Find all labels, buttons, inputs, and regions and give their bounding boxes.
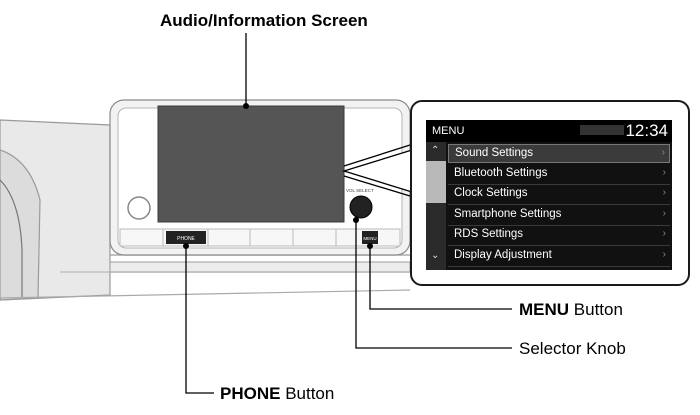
knob-labels: VOL SELECT	[346, 188, 374, 193]
chevron-right-icon: ›	[662, 248, 666, 260]
menu-callout-bold: MENU	[519, 300, 570, 319]
phone-button[interactable]	[166, 231, 206, 244]
menu-screen-zoom: MENU 12:34 ⌃ ⌄ Sound Settings›Bluetooth …	[410, 100, 690, 286]
menu-button[interactable]	[362, 231, 378, 244]
menu-item[interactable]: Sound Settings ›	[448, 144, 670, 163]
audio-screen	[157, 105, 345, 223]
menu-item[interactable]: RDS Settings ›	[448, 226, 670, 246]
menu-title: MENU	[432, 125, 465, 137]
menu-item-label: Display Adjustment	[454, 248, 552, 261]
phone-callout-rest: Button	[280, 384, 335, 403]
menu-item-label: Bluetooth Settings	[454, 166, 548, 179]
menu-item[interactable]: Smartphone Settings ›	[448, 206, 670, 226]
menu-header: MENU 12:34	[426, 120, 672, 142]
menu-item-label: RDS Settings	[454, 228, 524, 240]
menu-button-label: MENU	[363, 236, 376, 241]
selector-knob[interactable]	[349, 195, 373, 219]
scroll-up-icon[interactable]: ⌃	[431, 145, 440, 156]
scroll-down-icon[interactable]: ⌄	[431, 250, 440, 261]
chevron-right-icon: ›	[662, 187, 666, 198]
callout-dots	[183, 103, 373, 249]
menu-item-label: Sound Settings	[455, 147, 534, 159]
menu-callout-rest: Button	[569, 300, 623, 319]
volume-knob-left	[127, 196, 151, 220]
chevron-right-icon: ›	[662, 207, 666, 219]
phone-callout-bold: PHONE	[220, 384, 281, 403]
head-unit: VOL SELECT PHONE MENU	[109, 99, 411, 256]
menu-screen: MENU 12:34 ⌃ ⌄ Sound Settings›Bluetooth …	[426, 120, 672, 270]
menu-item[interactable]: Clock Settings ›	[448, 185, 670, 205]
menu-button-callout: MENU Button	[519, 300, 623, 320]
menu-item[interactable]: Bluetooth Settings ›	[448, 165, 670, 185]
chevron-right-icon: ›	[662, 166, 666, 178]
scroll-thumb[interactable]	[426, 161, 446, 203]
chevron-right-icon: ›	[661, 147, 665, 158]
menu-item[interactable]: Display Adjustment ›	[448, 247, 670, 267]
menu-item-label: Clock Settings	[454, 187, 528, 199]
status-bar-placeholder	[580, 125, 624, 135]
selector-knob-callout: Selector Knob	[519, 339, 626, 358]
callout-lines	[185, 33, 512, 394]
scrollbar[interactable]: ⌃ ⌄	[426, 142, 446, 270]
phone-button-callout: PHONE Button	[220, 384, 334, 404]
audio-screen-callout: Audio/Information Screen	[160, 11, 368, 30]
chevron-right-icon: ›	[662, 228, 666, 239]
dashboard	[0, 119, 411, 301]
clock: 12:34	[625, 121, 668, 140]
phone-button-label: PHONE	[177, 236, 195, 242]
menu-item-label: Smartphone Settings	[454, 207, 562, 220]
